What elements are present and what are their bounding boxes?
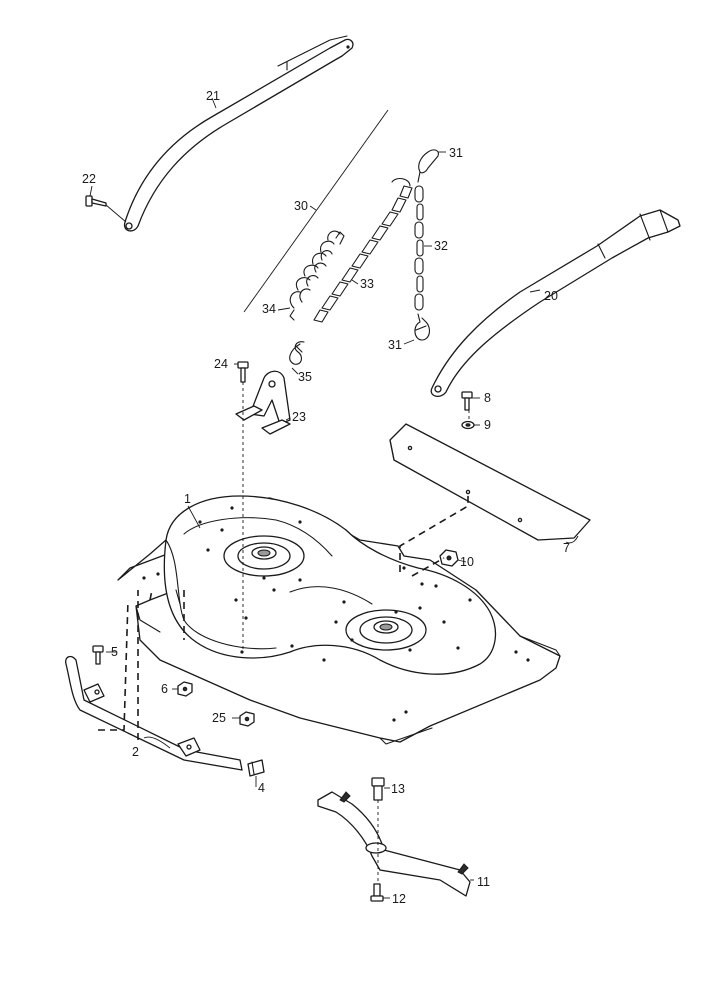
spacer-13-part <box>371 777 385 801</box>
nut-25-part <box>239 711 255 727</box>
mower-deck-part <box>117 495 561 745</box>
lift-arm-left-part <box>123 35 354 232</box>
bracket-part <box>235 370 291 435</box>
long-chain-part <box>313 177 413 323</box>
assembly-lines <box>98 382 470 884</box>
label-part-13: 13 <box>391 782 405 796</box>
spring-part <box>289 230 345 321</box>
label-part-30: 30 <box>294 199 308 213</box>
short-chain-part <box>414 185 424 311</box>
label-part-31-bottom: 31 <box>388 338 402 352</box>
nut-10-part <box>439 549 459 567</box>
label-part-23: 23 <box>292 410 306 424</box>
label-part-31-top: 31 <box>449 146 463 160</box>
label-part-1: 1 <box>184 492 191 506</box>
assembly-reference-line <box>243 109 389 313</box>
washer-9-part <box>461 420 475 430</box>
leader-lines <box>89 97 579 899</box>
label-part-6: 6 <box>161 682 168 696</box>
snap-hook-bottom-part <box>414 313 431 341</box>
label-part-7: 7 <box>563 541 570 555</box>
bolt-24-part <box>237 361 249 383</box>
label-part-20: 20 <box>544 289 558 303</box>
cap-4-part <box>247 759 265 777</box>
flap-part <box>389 423 591 541</box>
s-hook-part <box>289 341 305 365</box>
label-part-33: 33 <box>360 277 374 291</box>
snap-hook-top-part <box>417 149 439 183</box>
label-part-22: 22 <box>82 172 96 186</box>
label-part-4: 4 <box>258 781 265 795</box>
label-part-10: 10 <box>460 555 474 569</box>
label-part-32: 32 <box>434 239 448 253</box>
bolt-8-part <box>461 391 473 411</box>
nut-6-part <box>177 681 193 697</box>
lift-arm-right-part <box>430 209 681 398</box>
label-part-8: 8 <box>484 391 491 405</box>
label-part-25: 25 <box>212 711 226 725</box>
label-part-11: 11 <box>477 875 490 889</box>
front-bumper-part <box>65 655 243 771</box>
bolt-5-part <box>92 645 104 665</box>
label-part-9: 9 <box>484 418 491 432</box>
blade-part <box>317 791 471 897</box>
label-part-24: 24 <box>214 357 228 371</box>
part-labels: 1 2 4 5 6 7 8 9 10 11 12 13 20 21 22 23 … <box>82 89 570 906</box>
bolt-22-part <box>85 195 127 223</box>
label-part-34: 34 <box>262 302 276 316</box>
label-part-35: 35 <box>298 370 312 384</box>
label-part-21: 21 <box>206 89 220 103</box>
label-part-5: 5 <box>111 645 118 659</box>
bolt-12-part <box>370 883 384 902</box>
label-part-2: 2 <box>132 745 139 759</box>
label-part-12: 12 <box>392 892 406 906</box>
